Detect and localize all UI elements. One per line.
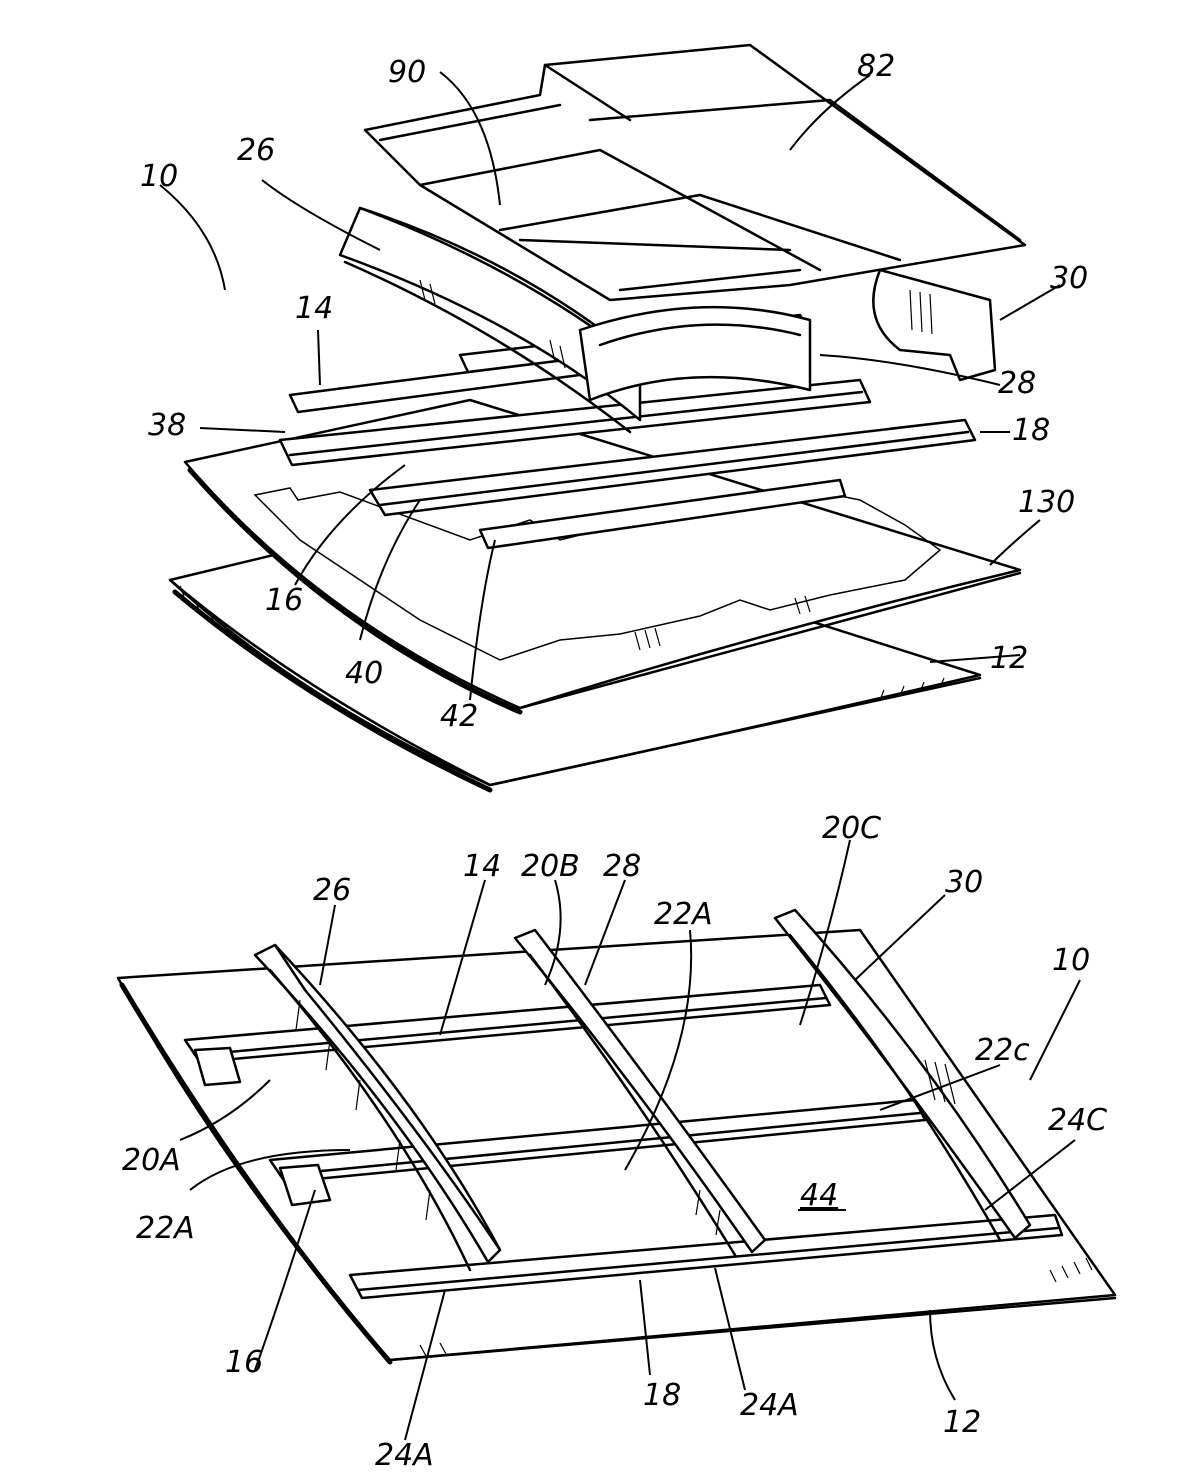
purlin-28 bbox=[580, 307, 810, 400]
label-82-top: 82 bbox=[857, 49, 895, 84]
label-28-top: 28 bbox=[998, 366, 1036, 401]
label-90-top: 90 bbox=[388, 55, 426, 90]
label-42-top: 42 bbox=[440, 699, 478, 734]
label-20A-bottom: 20A bbox=[122, 1143, 181, 1178]
label-22c-bottom: 22c bbox=[975, 1033, 1030, 1068]
label-28-bottom: 28 bbox=[603, 849, 641, 884]
label-10-top: 10 bbox=[140, 159, 178, 194]
label-40-top: 40 bbox=[345, 656, 383, 691]
label-18-bottom: 18 bbox=[643, 1378, 681, 1413]
label-30-top: 30 bbox=[1050, 261, 1088, 296]
label-38-top: 38 bbox=[148, 408, 186, 443]
label-18-top: 18 bbox=[1012, 413, 1050, 448]
label-22A-top-bottom: 22A bbox=[654, 897, 713, 932]
label-30-bottom: 30 bbox=[945, 865, 983, 900]
exploded-view: 10 26 90 82 30 14 28 38 18 130 16 40 42 … bbox=[140, 45, 1088, 790]
label-12-bottom: 12 bbox=[943, 1405, 981, 1440]
label-14-top: 14 bbox=[295, 291, 333, 326]
assembled-view: 26 14 20B 28 20C 30 22A 10 22c 20A 24C 2… bbox=[118, 811, 1115, 1472]
label-22A-left-bottom: 22A bbox=[136, 1211, 195, 1246]
label-20C-bottom: 20C bbox=[822, 811, 881, 846]
label-20B-bottom: 20B bbox=[521, 849, 580, 884]
label-130-top: 130 bbox=[1018, 485, 1075, 520]
label-14-bottom: 14 bbox=[463, 849, 501, 884]
label-12-top: 12 bbox=[990, 641, 1028, 676]
label-44-bottom: 44 bbox=[800, 1178, 838, 1213]
label-16-bottom: 16 bbox=[225, 1345, 263, 1380]
label-26-bottom: 26 bbox=[313, 873, 351, 908]
label-10-bottom: 10 bbox=[1052, 943, 1090, 978]
label-24C-bottom: 24C bbox=[1048, 1103, 1107, 1138]
label-24A-left-bottom: 24A bbox=[375, 1438, 434, 1472]
label-26-top: 26 bbox=[237, 133, 275, 168]
label-24A-right-bottom: 24A bbox=[740, 1388, 799, 1423]
label-16-top: 16 bbox=[265, 583, 303, 618]
